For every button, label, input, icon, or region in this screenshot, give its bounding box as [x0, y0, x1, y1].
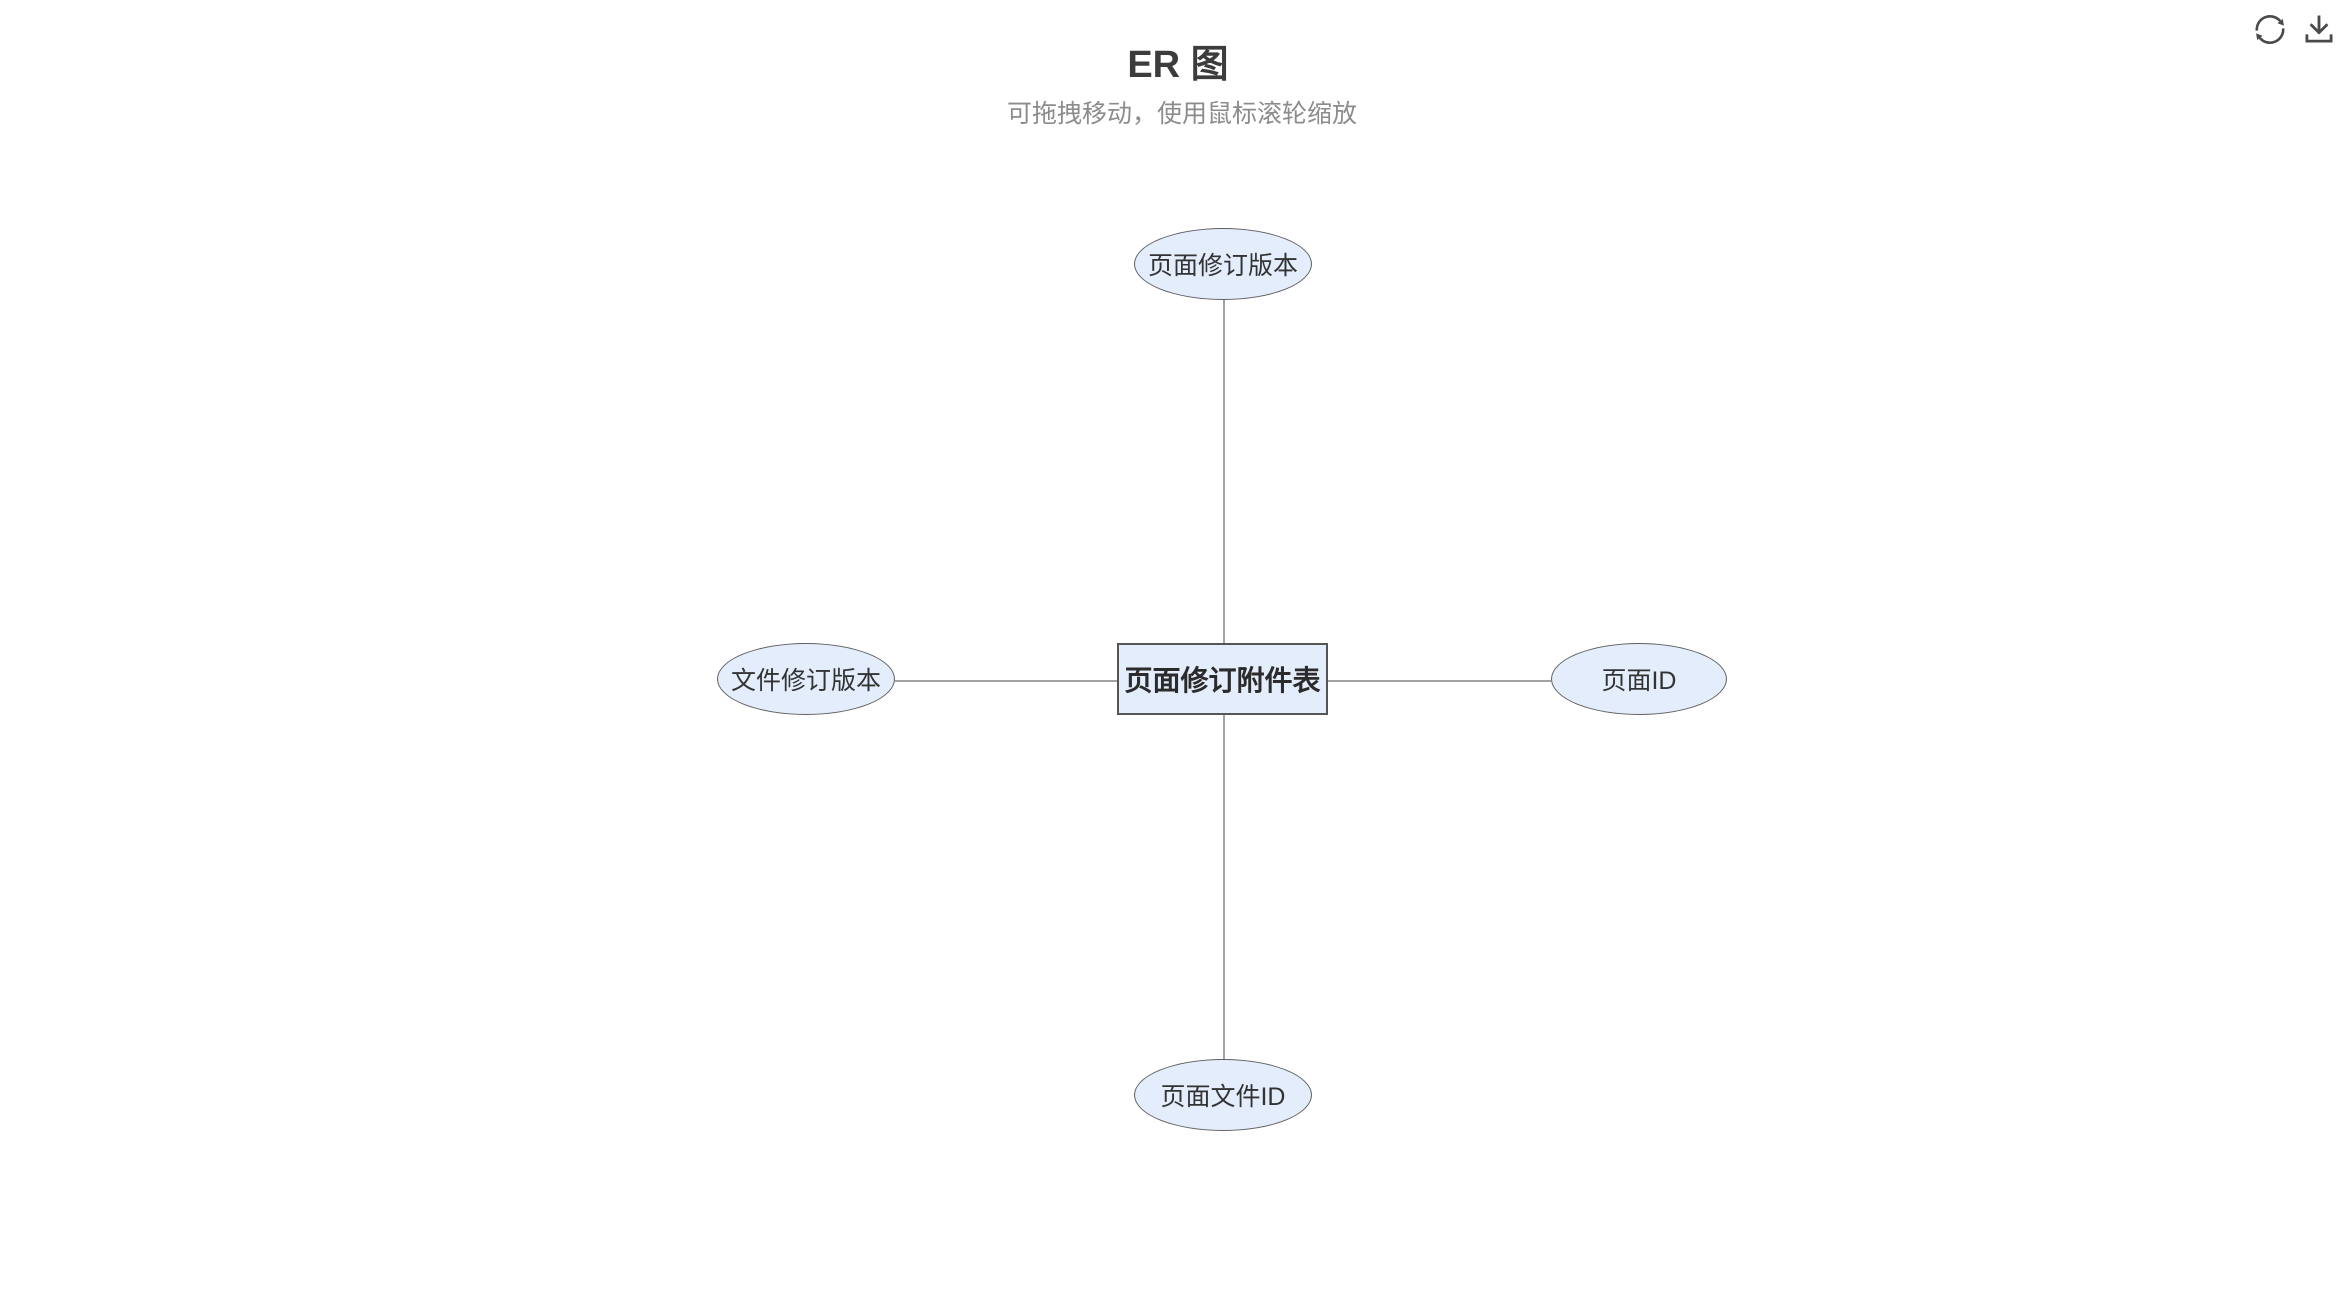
attribute-node-left[interactable]: 文件修订版本: [717, 643, 895, 715]
attribute-node-right[interactable]: 页面ID: [1551, 643, 1727, 715]
sync-icon: [2255, 15, 2285, 44]
refresh-button[interactable]: [2254, 13, 2286, 45]
toolbar: [2254, 13, 2335, 45]
attribute-node-top[interactable]: 页面修订版本: [1134, 228, 1312, 300]
attribute-node-top-label: 页面修订版本: [1147, 252, 1298, 280]
attribute-node-left-label: 文件修订版本: [730, 667, 881, 695]
attribute-node-bottom-label: 页面文件ID: [1160, 1083, 1286, 1111]
entity-node-label: 页面修订附件表: [1124, 665, 1321, 696]
download-button[interactable]: [2303, 13, 2335, 45]
entity-node[interactable]: 页面修订附件表: [1117, 643, 1328, 715]
attribute-node-right-label: 页面ID: [1601, 667, 1677, 695]
download-icon: [2305, 15, 2333, 43]
attribute-node-bottom[interactable]: 页面文件ID: [1134, 1059, 1312, 1131]
